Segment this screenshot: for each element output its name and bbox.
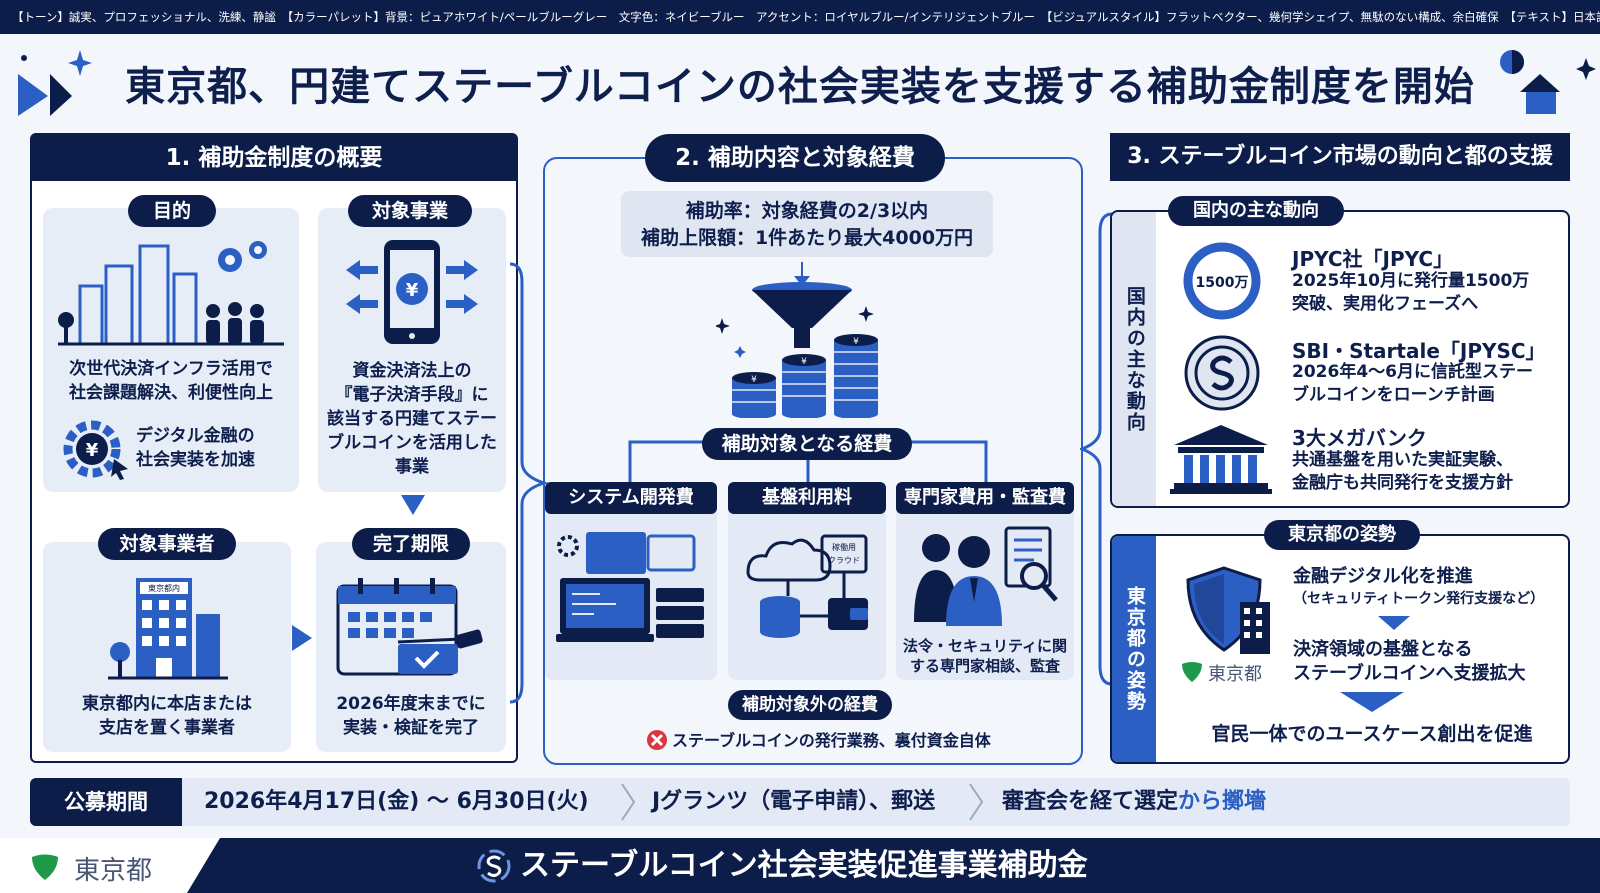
selection-process: 審査会を経て選定から擲墻 bbox=[1002, 778, 1266, 826]
connector-bracket-right bbox=[1080, 212, 1113, 686]
period-chevron-1 bbox=[621, 783, 636, 821]
trend-1-desc-1: 2025年10月に発行量1500万 bbox=[1292, 271, 1530, 291]
tokyo-down-arrow-2 bbox=[1340, 692, 1404, 712]
rate-box: 補助率：対象経費の2/3以内 補助上限額：1件あたり最大4000万円 bbox=[621, 191, 993, 257]
bank-icon bbox=[1170, 425, 1272, 494]
stablecoin-logo-icon bbox=[477, 849, 511, 883]
trend-1-desc-2: 突破、実用化フェーズへ bbox=[1292, 294, 1479, 314]
tokyo-stance-box bbox=[1110, 534, 1570, 764]
purpose-text-2: 社会課題解決、利便性向上 bbox=[69, 383, 273, 403]
deadline-label: 完了期限 bbox=[352, 528, 470, 560]
system-dev-label: システム開発費 bbox=[545, 482, 717, 514]
market-heading: 3. ステーブルコイン市場の動向と都の支援 bbox=[1110, 133, 1570, 181]
cloud-infra-icon: 稼働用 クラウド bbox=[746, 534, 868, 638]
decorative-shapes-right bbox=[1500, 50, 1596, 114]
application-method: Jグランツ（電子申請）、郵送 bbox=[652, 789, 936, 814]
trend-2-desc-2: ブルコインをローンチ計画 bbox=[1292, 385, 1495, 405]
svg-text:¥: ¥ bbox=[86, 440, 99, 461]
deadline-line-2: 実装・検証を完了 bbox=[343, 718, 479, 738]
tokyo-side-label: 東京都の姿勢 bbox=[1112, 536, 1156, 762]
right-arrow-icon bbox=[292, 625, 312, 651]
svg-text:クラウド: クラウド bbox=[828, 556, 860, 565]
shield-building-icon bbox=[1186, 566, 1270, 654]
purpose-sub-1: デジタル金融の bbox=[136, 426, 255, 446]
trend-3-desc-1: 共通基盤を用いた実証実験、 bbox=[1292, 450, 1513, 470]
eligible-expenses-label: 補助対象となる経費 bbox=[702, 428, 912, 460]
ineligible-text: ステーブルコインの発行業務、裏付資金自体 bbox=[672, 731, 991, 750]
svg-text:¥: ¥ bbox=[406, 280, 419, 301]
svg-text:稼働用: 稼働用 bbox=[832, 542, 856, 552]
tokyo-logo-text: 東京都 bbox=[1208, 664, 1262, 685]
application-period-label: 公募期間 bbox=[30, 778, 182, 826]
down-arrow-icon bbox=[401, 495, 425, 515]
target-business-line-5: 事業 bbox=[395, 457, 429, 477]
expert-desc-1: 法令・セキュリティに関 bbox=[902, 637, 1068, 655]
deadline-line-1: 2026年度末までに bbox=[336, 694, 486, 714]
svg-text:¥: ¥ bbox=[853, 337, 859, 347]
tokyo-step-3: 官民一体でのユースケース創出を促進 bbox=[1211, 723, 1533, 745]
subsidy-rate: 補助率：対象経費の2/3以内 bbox=[685, 200, 929, 222]
selection-text-accent: から擲墻 bbox=[1178, 789, 1267, 814]
target-business-line-3: 該当する円建てステー bbox=[327, 409, 497, 429]
trend-3-desc-2: 金融庁も共同発行を支援方針 bbox=[1292, 473, 1513, 493]
overview-heading: 1. 補助金制度の概要 bbox=[32, 135, 516, 181]
target-business-label: 対象事業 bbox=[348, 195, 472, 227]
tokyo-step-1a: 金融デジタル化を推進 bbox=[1293, 566, 1473, 587]
target-operator-line-1: 東京都内に本店または bbox=[82, 694, 252, 714]
svg-text:¥: ¥ bbox=[801, 357, 807, 367]
page-title: 東京都、円建てステーブルコインの社会実装を支援する補助金制度を開始 bbox=[125, 64, 1475, 110]
svg-text:東京都内: 東京都内 bbox=[148, 583, 180, 593]
calendar-icon bbox=[336, 578, 483, 676]
purpose-sub-2: 社会実装を加速 bbox=[136, 450, 255, 470]
infra-fee-card bbox=[728, 498, 886, 680]
purpose-text-1: 次世代決済インフラ活用で bbox=[69, 359, 273, 379]
tokyo-logo-icon bbox=[1182, 662, 1202, 682]
footer-bar bbox=[0, 838, 1600, 893]
tokyo-down-arrow-1 bbox=[1378, 616, 1410, 630]
tokyo-stance-label: 東京都の姿勢 bbox=[1264, 520, 1420, 550]
target-business-line-4: ブルコインを活用した bbox=[327, 433, 497, 453]
domestic-trends-label: 国内の主な動向 bbox=[1168, 196, 1344, 226]
yen-gear-icon: ¥ bbox=[63, 420, 128, 480]
tokyo-step-2a: 決済領域の基盤となる bbox=[1293, 639, 1473, 660]
target-business-line-1: 資金決済法上の bbox=[352, 361, 472, 381]
trend-3-title: 3大メガバンク bbox=[1292, 426, 1427, 450]
coin-icon bbox=[1184, 335, 1260, 411]
target-business-line-2: 『電子決済手段』に bbox=[335, 385, 489, 405]
cross-icon bbox=[647, 730, 667, 750]
expert-desc-2: する専門家相談、監査 bbox=[909, 657, 1060, 675]
tokyo-step-1b: （セキュリティトークン発行支援など） bbox=[1293, 591, 1545, 607]
office-building-icon: 東京都内 bbox=[108, 578, 228, 680]
subsidy-cap: 補助上限額：1件あたり最大4000万円 bbox=[640, 226, 974, 249]
footer-logo-text: 東京都 bbox=[74, 856, 153, 886]
trend-2-title: SBI・Startale「JPYSC」 bbox=[1292, 339, 1546, 363]
application-period-bar bbox=[30, 778, 1570, 826]
expert-fee-label: 専門家費用・監査費 bbox=[896, 482, 1074, 514]
phone-transfer-icon: ¥ bbox=[346, 240, 478, 344]
subsidy-content-heading: 2. 補助内容と対象経費 bbox=[645, 134, 945, 182]
footer-title: ステーブルコイン社会実装促進事業補助金 bbox=[520, 848, 1088, 883]
footer-tokyo-logo-icon bbox=[32, 854, 58, 880]
period-chevron-2 bbox=[969, 783, 984, 821]
target-operator-line-2: 支店を置く事業者 bbox=[99, 718, 235, 738]
svg-text:¥: ¥ bbox=[751, 375, 757, 385]
infra-fee-label: 基盤利用料 bbox=[728, 482, 886, 514]
target-operator-label: 対象事業者 bbox=[98, 528, 236, 560]
decorative-shapes-left bbox=[18, 50, 92, 116]
domestic-side-label: 国内の主な動向 bbox=[1112, 212, 1156, 506]
issuance-ring-icon: 1500万 bbox=[1183, 242, 1261, 320]
computer-server-icon bbox=[556, 532, 704, 642]
application-period-dates: 2026年4月17日(金) 〜 6月30日(火) bbox=[204, 789, 589, 814]
ineligible-label: 補助対象外の経費 bbox=[728, 690, 892, 720]
experts-audit-icon bbox=[914, 526, 1058, 626]
tokyo-step-2b: ステーブルコインへ支援拡大 bbox=[1293, 663, 1526, 684]
funnel-coins-icon: ¥ ¥ ¥ bbox=[716, 262, 878, 418]
svg-text:1500万: 1500万 bbox=[1196, 275, 1249, 291]
trend-1-title: JPYC社「JPYC」 bbox=[1292, 247, 1454, 271]
city-people-icon bbox=[58, 241, 284, 346]
top-keyword-bar: 【トーン】誠実、プロフェッショナル、洗練、静謐 【カラーパレット】背景：ピュアホ… bbox=[0, 0, 1600, 34]
purpose-label: 目的 bbox=[128, 195, 216, 227]
selection-text: 審査会を経て選定 bbox=[1002, 789, 1179, 814]
trend-2-desc-1: 2026年4〜6月に信託型ステー bbox=[1292, 362, 1533, 382]
